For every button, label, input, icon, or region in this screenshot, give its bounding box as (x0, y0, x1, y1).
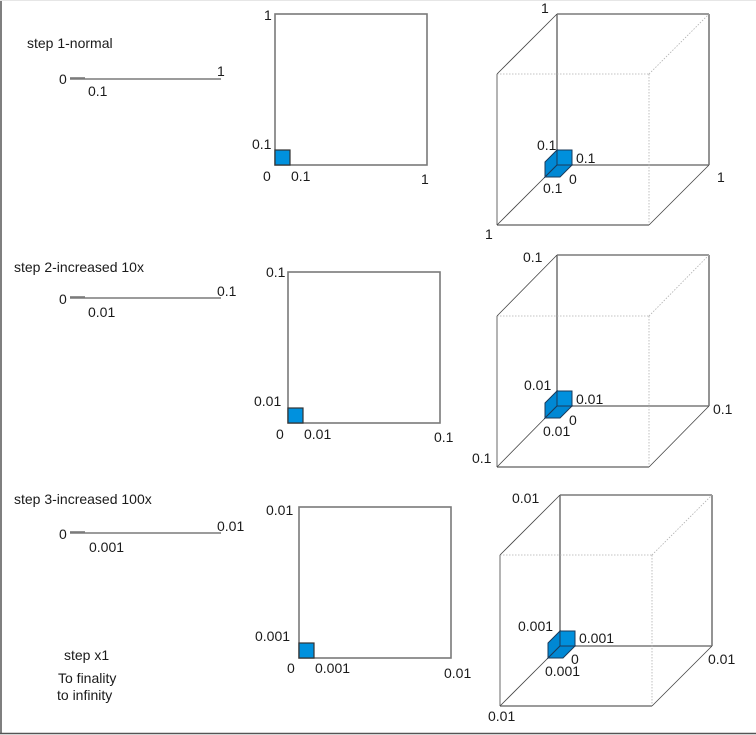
square-small-x-label: 0.01 (304, 426, 331, 442)
cube-right-label: 0.01 (708, 651, 735, 667)
step-3: step 3-increased 100x 0 0.001 0.01 0.01 … (14, 490, 735, 724)
line-small-label: 0.1 (88, 83, 108, 99)
footer-line-2: to infinity (57, 687, 112, 703)
cube-right-label: 0.1 (713, 401, 733, 417)
cube-small-front-label: 0.01 (543, 423, 570, 439)
cube-depth-top-right (648, 254, 710, 317)
cube-small-top-label: 0.01 (524, 377, 551, 393)
cube-depth-bottom-right (648, 164, 710, 226)
square-max-y-label: 0.01 (266, 502, 293, 518)
cube-depth-top-left (496, 13, 558, 75)
cube-front-label: 0.01 (488, 708, 515, 724)
cube-front-label: 1 (485, 226, 493, 242)
unit-cube (546, 629, 577, 660)
line-start-label: 0 (59, 71, 67, 87)
unit-cube-back-face (556, 149, 573, 166)
square-origin-label: 0 (276, 426, 284, 442)
square-origin-label: 0 (263, 168, 271, 184)
cube-depth-bottom-right (651, 645, 713, 707)
line-end-label: 0.1 (217, 283, 237, 299)
unit-square (298, 642, 315, 659)
cube-3d: 1 0.1 0.1 0 0.1 1 1 (485, 0, 725, 242)
square-outline (298, 506, 452, 659)
cube-front-label: 0.1 (472, 450, 492, 466)
footer-note: step x1 To finality to infinity (57, 647, 116, 703)
unit-cube-back-face (556, 390, 573, 407)
cube-right-label: 1 (717, 169, 725, 185)
cube-depth-top-left (499, 494, 561, 556)
line-end-label: 1 (217, 63, 225, 79)
square-2d: 0.1 0.01 0 0.01 0.1 (254, 264, 454, 445)
cube-small-front-label: 0.1 (543, 180, 563, 196)
cube-depth-top-right (648, 13, 710, 75)
cube-small-right-label: 0.1 (576, 150, 596, 166)
line-start-label: 0 (59, 526, 67, 542)
unit-square (287, 407, 304, 424)
footer-line-1: To finality (58, 670, 116, 686)
line-small-label: 0.001 (89, 539, 124, 555)
number-line: 0 0.1 1 (59, 63, 225, 99)
cube-depth-top-right (651, 494, 713, 556)
number-line: 0 0.001 0.01 (59, 518, 244, 555)
square-max-x-label: 0.01 (444, 665, 471, 681)
unit-square (274, 149, 291, 166)
square-small-x-label: 0.001 (315, 660, 350, 676)
cube-3d: 0.1 0.01 0.01 0 0.01 0.1 0.1 (472, 249, 733, 468)
cube-small-top-label: 0.001 (518, 618, 553, 634)
cube-3d: 0.01 0.001 0.001 0 0.001 0.01 0.01 (488, 490, 735, 724)
step-1: step 1-normal 0 0.1 1 1 0.1 0 0.1 1 (27, 0, 725, 242)
unit-cube (543, 148, 574, 179)
square-outline (287, 271, 441, 424)
unit-cube (543, 389, 574, 420)
step-title: step 2-increased 10x (14, 259, 144, 275)
square-max-x-label: 0.1 (434, 429, 454, 445)
square-max-x-label: 1 (421, 171, 429, 187)
square-2d: 0.01 0.001 0 0.001 0.01 (255, 502, 471, 681)
cube-top-label: 0.1 (523, 249, 543, 265)
cube-origin-label: 0 (569, 412, 577, 428)
footer-step-label: step x1 (64, 647, 109, 663)
square-origin-label: 0 (287, 660, 295, 676)
square-small-y-label: 0.1 (252, 136, 272, 152)
cube-small-right-label: 0.01 (576, 391, 603, 407)
cube-small-right-label: 0.001 (579, 630, 614, 646)
cube-small-top-label: 0.1 (537, 137, 557, 153)
square-small-y-label: 0.01 (254, 393, 281, 409)
step-title: step 1-normal (27, 35, 113, 51)
line-end-label: 0.01 (217, 518, 244, 534)
cube-depth-top-left (496, 254, 558, 317)
cube-depth-bottom-right (648, 405, 710, 468)
cube-top-label: 1 (541, 0, 549, 16)
square-outline (274, 13, 428, 166)
square-small-y-label: 0.001 (255, 628, 290, 644)
square-small-x-label: 0.1 (291, 168, 311, 184)
line-small-label: 0.01 (88, 304, 115, 320)
number-line: 0 0.01 0.1 (59, 283, 237, 320)
square-2d: 1 0.1 0 0.1 1 (252, 7, 429, 187)
cube-small-front-label: 0.001 (545, 663, 580, 679)
step-2: step 2-increased 10x 0 0.01 0.1 0.1 0.01… (14, 249, 733, 468)
unit-cube-back-face (559, 630, 576, 647)
cube-origin-label: 0 (569, 171, 577, 187)
cube-origin-label: 0 (571, 651, 579, 667)
cube-top-label: 0.01 (512, 490, 539, 506)
square-max-y-label: 0.1 (266, 264, 286, 280)
step-title: step 3-increased 100x (14, 491, 152, 507)
square-max-y-label: 1 (264, 7, 272, 23)
line-start-label: 0 (59, 291, 67, 307)
